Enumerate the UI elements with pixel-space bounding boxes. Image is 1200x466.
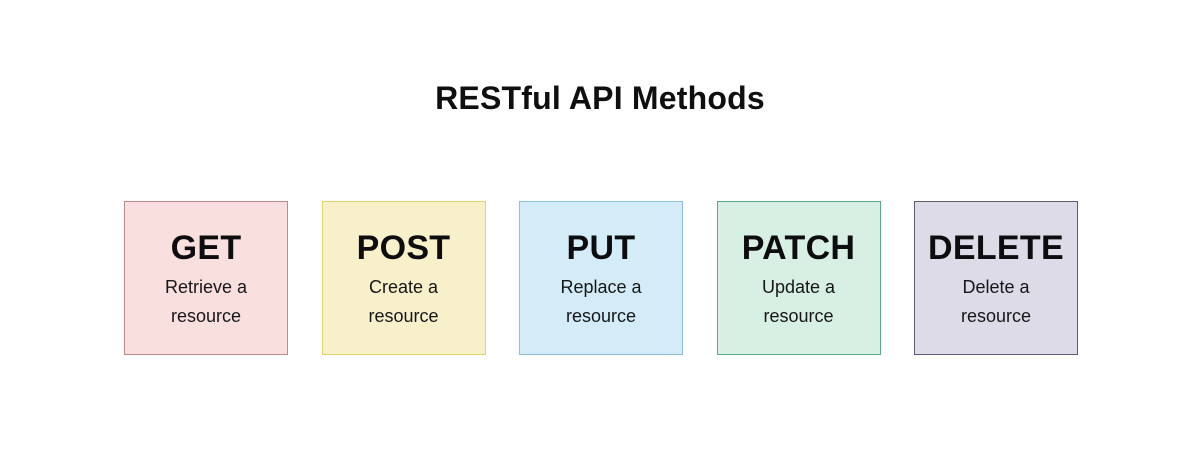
method-cards-row: GET Retrieve a resource POST Create a re… [124,201,1078,355]
method-card-patch[interactable]: PATCH Update a resource [716,201,881,355]
method-description-line2: resource [368,306,439,326]
method-description-line1: Update a [761,277,836,297]
method-description-line2: resource [565,306,637,326]
method-description-line1: Create a [368,277,439,297]
method-name-delete: DELETE [928,229,1064,267]
method-description-post: Create a resource [368,273,438,331]
method-card-put[interactable]: PUT Replace a resource [519,201,683,355]
method-description-line1: Replace a [560,277,642,297]
method-description-delete: Delete a resource [961,273,1031,331]
method-card-delete[interactable]: DELETE Delete a resource [914,201,1078,355]
method-description-get: Retrieve a resource [165,273,247,331]
method-name-post: POST [356,229,451,267]
method-name-get: GET [170,229,242,267]
method-description-line2: resource [763,306,834,326]
method-description-line2: resource [170,306,241,326]
method-name-put: PUT [566,229,636,267]
method-description-patch: Update a resource [762,273,835,331]
method-name-patch: PATCH [741,229,856,267]
method-card-get[interactable]: GET Retrieve a resource [124,201,288,355]
method-description-line1: Retrieve a [164,277,248,297]
page-title: RESTful API Methods [435,80,765,116]
method-description-line2: resource [960,306,1032,326]
method-description-put: Replace a resource [560,273,641,331]
method-description-line1: Delete a [962,277,1030,297]
method-card-post[interactable]: POST Create a resource [321,201,486,355]
